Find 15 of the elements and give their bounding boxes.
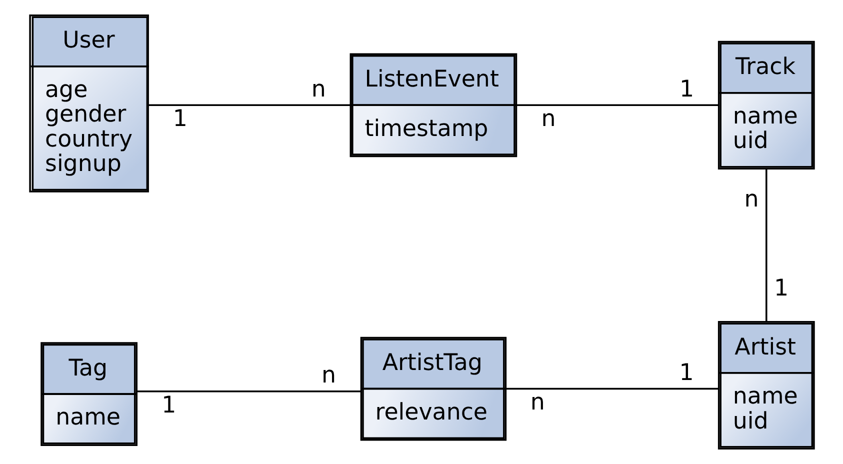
connector: [765, 168, 767, 322]
connector: [516, 104, 718, 106]
label: 1: [773, 276, 788, 302]
label: 1: [172, 106, 187, 132]
connector: [136, 390, 360, 392]
label: n: [310, 76, 326, 102]
label: 1: [678, 360, 694, 386]
label: n: [321, 362, 336, 389]
label: 1: [161, 392, 176, 418]
connector: [505, 388, 718, 390]
label: n: [530, 390, 544, 416]
label: n: [744, 186, 758, 213]
label: 1: [678, 76, 694, 102]
connector: [148, 104, 350, 106]
label: n: [540, 106, 556, 132]
